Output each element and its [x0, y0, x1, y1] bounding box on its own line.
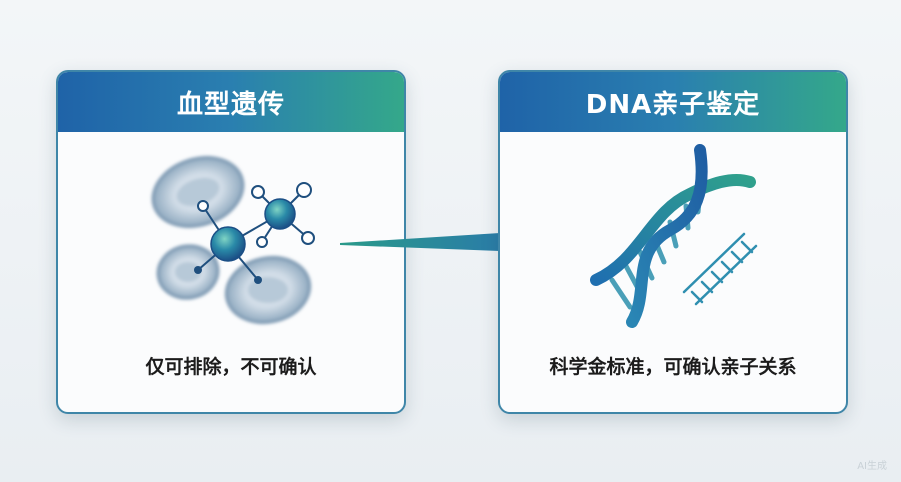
dna-double-helix-icon	[590, 144, 758, 328]
blood-cells-molecule-icon	[151, 156, 315, 324]
blood-type-card: 血型遗传	[56, 70, 406, 414]
dna-test-card-title: DNA亲子鉴定	[500, 72, 846, 132]
watermark: AI生成	[857, 461, 887, 472]
blood-type-card-caption: 仅可排除，不可确认	[145, 356, 317, 378]
dna-test-card-caption: 科学金标准，可确认亲子关系	[549, 356, 797, 378]
dna-test-card: DNA亲子鉴定	[498, 70, 848, 414]
blood-type-card-title: 血型遗传	[58, 72, 404, 132]
